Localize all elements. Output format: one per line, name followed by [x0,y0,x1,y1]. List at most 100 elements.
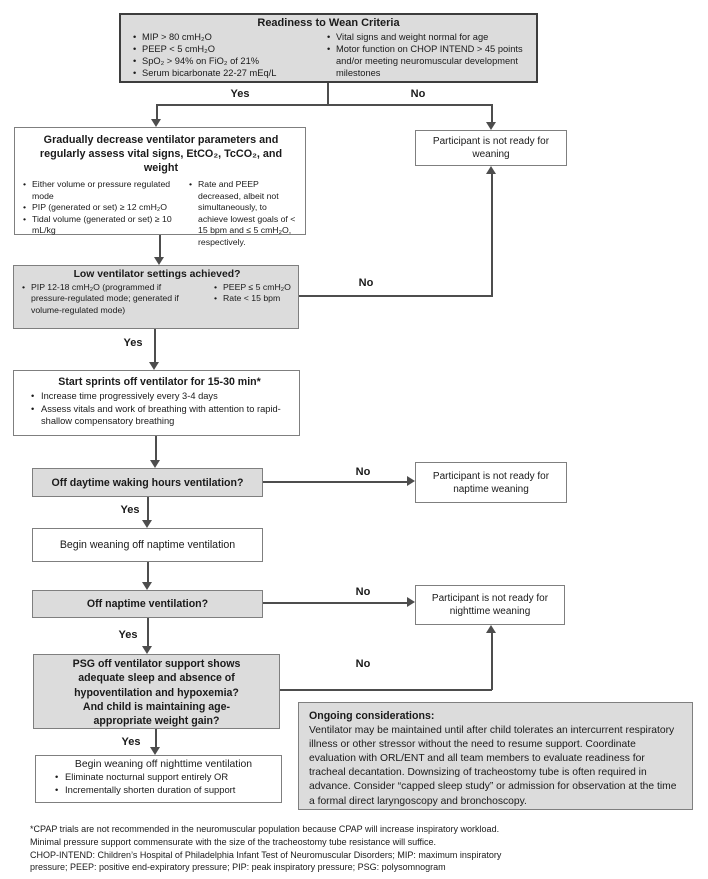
connector-line [327,83,329,106]
footnote-line: CHOP-INTEND: Children’s Hospital of Phil… [30,849,502,860]
criteria-item: Assess vitals and work of breathing with… [28,403,291,428]
connector-line [154,329,156,362]
readiness-right-column: Vital signs and weight normal for age Mo… [327,31,528,79]
decrease-title-line: regularly assess vital signs, EtCO₂, TcC… [39,148,283,175]
criteria-item: Rate < 15 bpm [214,293,292,305]
connector-line [491,174,493,297]
naptime-question-text: Off naptime ventilation? [86,598,209,610]
begin-naptime-box: Begin weaning off naptime ventilation [32,528,263,562]
connector-line [299,295,492,297]
decrease-right-column: Rate and PEEP decreased, albeit not simu… [189,179,299,248]
not-ready-weaning-text: Participant is not ready for weaning [432,136,550,160]
not-ready-weaning-box: Participant is not ready for weaning [415,130,567,166]
low-settings-left-column: PIP 12-18 cmH₂O (programmed if pressure-… [22,282,188,316]
connector-line [280,689,492,691]
arrowhead-right [407,597,415,607]
connector-line [156,104,158,119]
arrowhead-up [486,625,496,633]
criteria-item: Increase time progressively every 3-4 da… [28,390,291,403]
criteria-item: Motor function on CHOP INTEND > 45 point… [327,43,528,79]
sprints-title: Start sprints off ventilator for 15-30 m… [58,376,261,388]
not-ready-naptime-text: Participant is not ready for naptime wea… [432,470,550,495]
footnote-line: pressure; PEEP: positive end-expiratory … [30,862,446,873]
ongoing-considerations-box: Ongoing considerations: Ventilator may b… [298,702,693,810]
arrowhead-down [142,582,152,590]
connector-line [263,602,407,604]
daytime-question-box: Off daytime waking hours ventilation? [32,468,263,497]
branch-label-no: No [355,658,371,670]
connector-line [147,497,149,520]
criteria-item: PEEP ≤ 5 cmH₂O [214,282,292,294]
ongoing-heading: Ongoing considerations: [309,710,435,722]
criteria-item: Either volume or pressure regulated mode [23,179,183,202]
criteria-item: Eliminate nocturnal support entirely OR [52,771,275,784]
arrowhead-down [142,520,152,528]
psg-question-line: And child is maintaining age- [82,700,231,713]
branch-label-yes: Yes [118,629,138,641]
decrease-left-column: Either volume or pressure regulated mode… [23,179,183,248]
psg-question-line: appropriate weight gain? [93,715,220,728]
psg-question-line: hypoventilation and hypoxemia? [74,686,239,699]
criteria-item: Incrementally shorten duration of suppor… [52,784,275,797]
naptime-question-box: Off naptime ventilation? [32,590,263,618]
footnote-line: *CPAP trials are not recommended in the … [30,824,500,834]
criteria-item: PEEP < 5 cmH₂O [133,43,327,55]
ongoing-body: Ventilator may be maintained until after… [309,724,677,807]
not-ready-nighttime-box: Participant is not ready for nighttime w… [415,585,565,625]
low-settings-box: Low ventilator settings achieved? PIP 12… [13,265,299,329]
connector-line [491,104,493,122]
readiness-left-column: MIP > 80 cmH₂O PEEP < 5 cmH₂O SpO₂ > 94%… [129,31,327,79]
branch-label-yes: Yes [123,337,143,349]
connector-line [491,633,493,690]
begin-naptime-text: Begin weaning off naptime ventilation [59,539,236,551]
connector-line [263,481,407,483]
footnote-line: Minimal pressure support commensurate wi… [30,836,437,847]
psg-question-line: adequate sleep and absence of [78,672,235,685]
daytime-question-text: Off daytime waking hours ventilation? [51,476,244,489]
criteria-item: MIP > 80 cmH₂O [133,31,327,43]
branch-label-yes: Yes [121,736,141,748]
not-ready-naptime-box: Participant is not ready for naptime wea… [415,462,567,503]
footnotes: *CPAP trials are not recommended in the … [30,823,640,874]
psg-question-line: PSG off ventilator support shows [72,658,241,670]
arrowhead-up [486,166,496,174]
low-settings-right-column: PEEP ≤ 5 cmH₂O Rate < 15 bpm [214,282,292,316]
decrease-title-line: Gradually decrease ventilator parameters… [43,134,279,146]
criteria-item: SpO₂ > 94% on FiO₂ of 21% [133,55,327,67]
criteria-item: Serum bicarbonate 22-27 mEq/L [133,67,327,79]
criteria-item: PIP 12-18 cmH₂O (programmed if pressure-… [22,282,188,316]
arrowhead-down [149,362,159,370]
arrowhead-down [151,119,161,127]
connector-line [147,618,149,646]
branch-label-no: No [355,586,371,598]
readiness-title: Readiness to Wean Criteria [257,17,400,29]
begin-nighttime-title: Begin weaning off nighttime ventilation [74,759,253,770]
readiness-criteria-box: Readiness to Wean Criteria MIP > 80 cmH₂… [119,13,538,83]
branch-label-yes: Yes [120,504,140,516]
connector-line [155,436,157,460]
criteria-item: Rate and PEEP decreased, albeit not simu… [189,179,299,248]
criteria-item: Tidal volume (generated or set) ≥ 10 mL/… [23,214,183,237]
criteria-item: Vital signs and weight normal for age [327,31,528,43]
begin-nighttime-box: Begin weaning off nighttime ventilation … [35,755,282,803]
connector-line [147,562,149,582]
connector-line [156,104,493,106]
connector-line [155,729,157,747]
arrowhead-down [142,646,152,654]
arrowhead-down [150,460,160,468]
branch-label-yes: Yes [230,88,250,100]
branch-label-no: No [355,466,371,478]
connector-line [159,235,161,258]
low-settings-title: Low ventilator settings achieved? [73,269,241,280]
not-ready-nighttime-text: Participant is not ready for nighttime w… [431,593,549,617]
arrowhead-down [154,257,164,265]
branch-label-no: No [410,88,426,100]
sprints-box: Start sprints off ventilator for 15-30 m… [13,370,300,436]
arrowhead-right [407,476,415,486]
arrowhead-down [150,747,160,755]
arrowhead-down [486,122,496,130]
criteria-item: PIP (generated or set) ≥ 12 cmH₂O [23,202,183,214]
psg-question-box: PSG off ventilator support shows adequat… [33,654,280,729]
decrease-parameters-box: Gradually decrease ventilator parameters… [14,127,306,247]
